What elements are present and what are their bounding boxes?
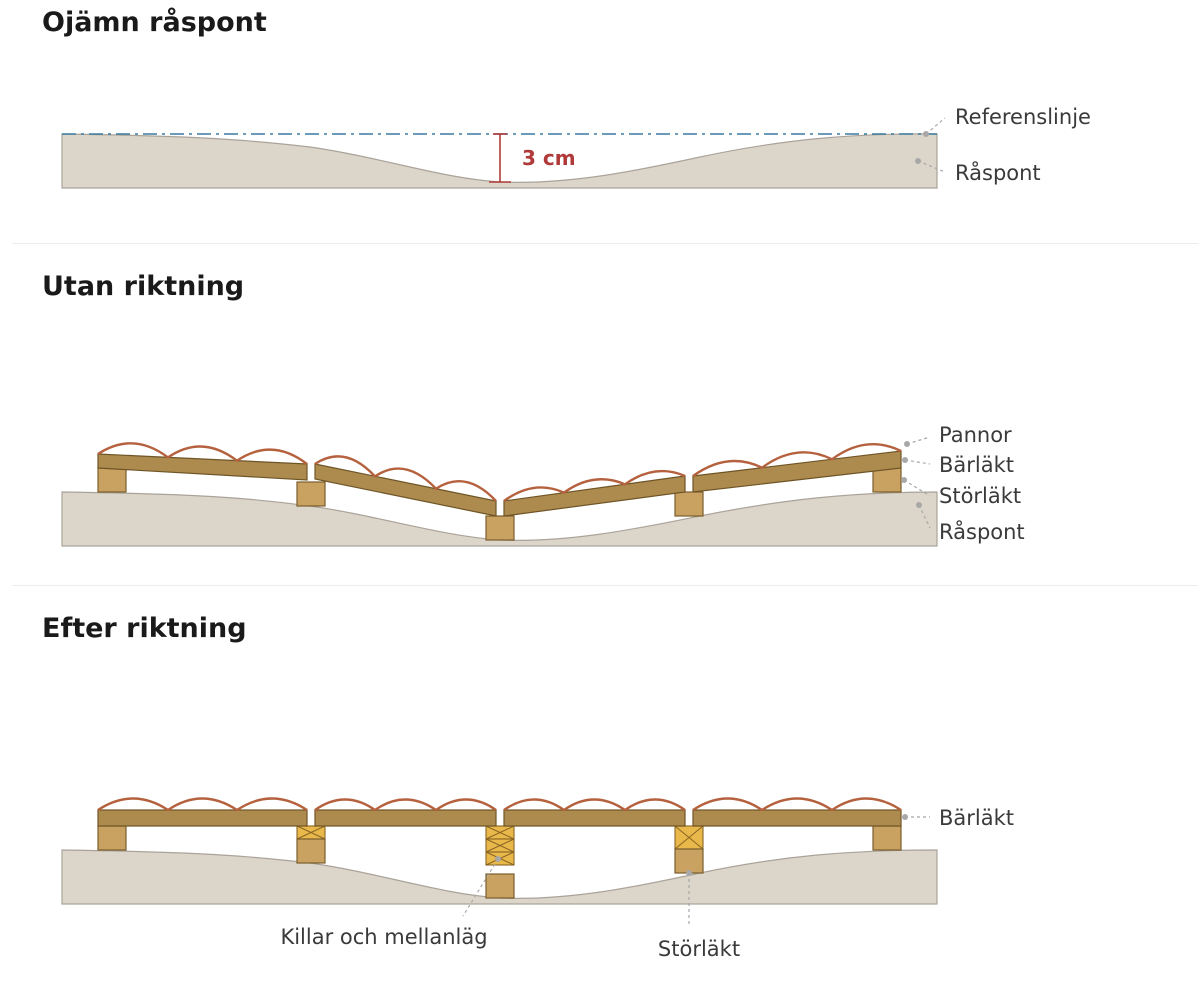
tile-row [97,442,308,465]
label-reference-line: Referenslinje [955,105,1091,129]
tiling-batten [503,475,686,517]
tile-row [503,798,686,812]
uneven-boarding-diagram: 3 cm Referenslinje Råspont [61,105,1091,189]
section-divider [12,585,1198,586]
counter-batten [674,848,704,874]
label-tiling-battens: Bärläkt [939,453,1014,477]
label-counter-battens: Störläkt [939,484,1021,508]
section-title: Ojämn råspont [42,7,267,38]
tile-row [692,797,902,812]
base-leader [917,160,946,173]
tiling-batten [314,809,497,827]
wedges-leader [462,858,499,917]
counter-batten [97,825,127,851]
counter-batten [296,838,326,864]
section-uneven-boarding: Ojämn råspont 3 cm Referenslinje Råspont [0,0,1200,244]
tiling-batten [503,809,686,827]
counter-leader [903,479,931,497]
label-counter-battens: Störläkt [658,937,740,961]
tiling-batten [97,453,308,481]
counter-batten [872,825,902,851]
tile-row [692,443,902,477]
counter-batten [485,873,515,899]
battens-leader [904,459,931,465]
tile-row [314,455,497,502]
reference-leader [925,117,946,135]
without-levelling-diagram: Pannor Bärläkt Störläkt Råspont [61,423,1025,547]
label-wedges: Killar och mellanläg [280,925,487,949]
counter-batten [674,491,704,517]
section-title: Efter riktning [42,613,247,644]
base-leader [918,504,931,529]
label-tiling-battens: Bärläkt [939,806,1014,830]
tiling-batten [692,809,902,827]
tile-row [314,798,497,812]
section-without-levelling: Utan riktning Pannor Bärläkt Störläkt Rå… [0,244,1200,586]
wedge-cross [674,825,704,850]
dimension-label: 3 cm [522,146,576,170]
tile-row [97,797,308,812]
wedge-cross [296,825,326,840]
section-title: Utan riktning [42,271,245,302]
wedge-cross [485,825,515,840]
label-boarding: Råspont [939,519,1025,544]
counter-batten [485,515,515,541]
after-levelling-diagram: Bärläkt Killar och mellanläg Störläkt [61,797,1014,961]
label-boarding: Råspont [955,160,1041,185]
tiles-leader [906,436,931,445]
counter-batten [872,467,902,493]
counter-batten [97,467,127,493]
tiling-batten [97,809,308,827]
tile-row [503,469,686,502]
section-divider [12,243,1198,244]
boarding-base [61,133,938,189]
label-tiles: Pannor [939,423,1012,447]
tiling-batten [314,463,497,517]
section-after-levelling: Efter riktning Bärläkt [0,586,1200,997]
counter-batten [296,481,326,507]
tiling-batten [692,450,902,493]
wedge-cross [485,838,515,853]
